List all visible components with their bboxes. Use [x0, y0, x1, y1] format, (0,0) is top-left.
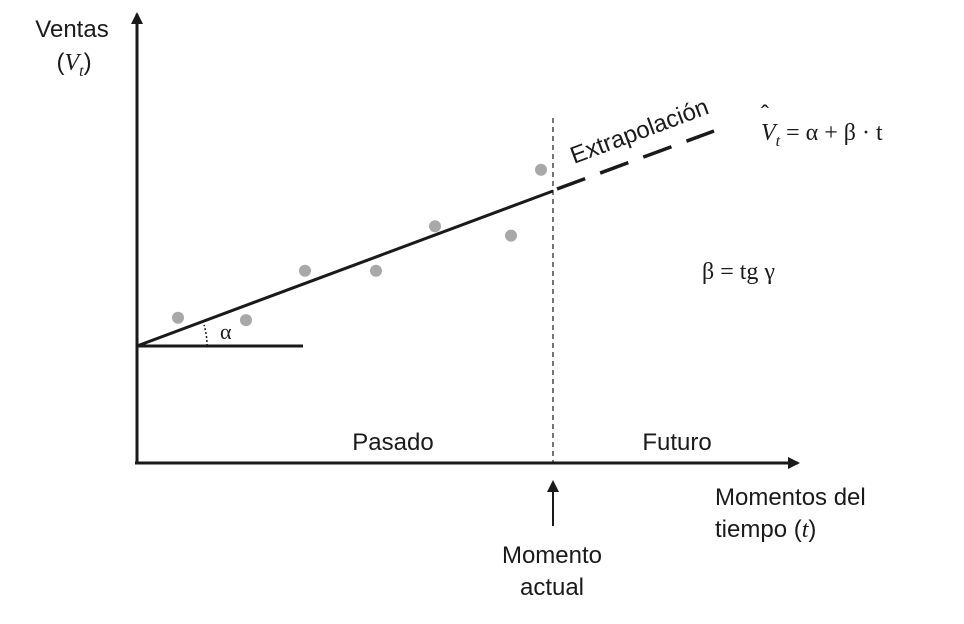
data-points	[172, 163, 547, 327]
y-axis-label-line1: Ventas	[35, 16, 108, 43]
x-axis-label-line1: Momentos del	[715, 484, 866, 511]
slope-formula: β = tg γ	[702, 259, 775, 285]
x-axis-label-line2: tiempo (t)	[715, 516, 816, 543]
data-point	[505, 229, 517, 242]
svg-text:Vt = α + β · t: Vt = α + β · t	[761, 120, 883, 150]
current-moment-label-line2: actual	[520, 574, 584, 601]
region-future-label: Futuro	[642, 429, 711, 456]
data-point	[429, 220, 441, 233]
trend-line	[136, 189, 554, 348]
data-point	[535, 163, 547, 176]
current-moment-label-line1: Momento	[502, 542, 602, 569]
data-point	[240, 314, 252, 327]
y-axis-label-line2: (Vt)	[56, 49, 91, 80]
angle-arc	[203, 324, 208, 347]
angle-label: α	[220, 319, 232, 344]
data-point	[172, 311, 184, 324]
data-point	[370, 264, 382, 277]
extrapolation-label: Extrapolación	[567, 93, 713, 169]
extrapolation-line	[556, 129, 715, 191]
regression-formula: Vt = α + β · t ˆ	[761, 101, 883, 150]
data-point	[299, 264, 311, 277]
hat-symbol: ˆ	[761, 101, 769, 128]
region-past-label: Pasado	[352, 429, 433, 456]
